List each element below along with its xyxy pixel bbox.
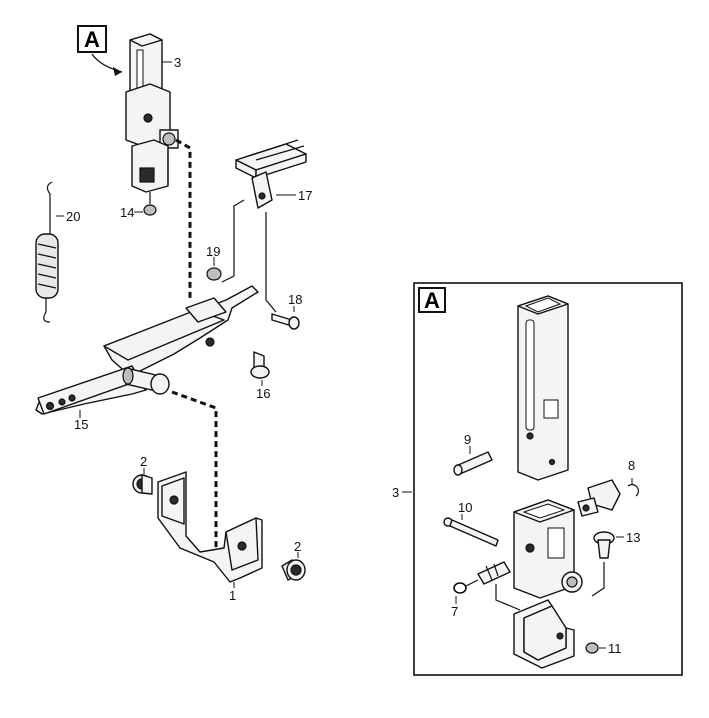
part-1-bracket [157,471,263,583]
label-part-3-detail: 3 [392,485,399,500]
label-part-17: 17 [298,188,312,203]
callout-a-detail-label: A [424,288,440,313]
label-part-19: 19 [206,244,220,259]
part-19-nut [206,267,222,281]
part-20-spring [35,181,59,323]
part-18-bolt [271,313,300,330]
label-part-15: 15 [74,417,88,432]
callout-a-arrow [91,53,123,73]
detail-lower-sleeve [513,499,583,599]
label-part-11: 11 [608,641,622,656]
part-15-lever [35,285,259,415]
label-part-9: 9 [464,432,471,447]
pin-7-path [495,584,521,611]
part-8-knob [577,479,639,517]
part-10-bolt [443,517,499,547]
pedal-connector-left [221,199,245,283]
label-part-2a: 2 [140,454,147,469]
callout-a-main-label: A [84,27,100,52]
part-3-tube [125,33,179,193]
label-part-14: 14 [120,205,134,220]
label-part-1: 1 [229,588,236,603]
label-part-7: 7 [451,604,458,619]
assembly-line-lower [171,390,218,560]
bolt-13-path [591,562,605,597]
label-part-8: 8 [628,458,635,473]
label-part-16: 16 [256,386,270,401]
label-part-10: 10 [458,500,472,515]
callout-a-detail: A [418,287,446,313]
detail-upper-tube [517,295,569,481]
part-2-bushing-right [281,559,306,581]
callout-a-arrowhead [113,67,122,76]
part-11-nut [585,642,599,654]
label-part-2b: 2 [294,539,301,554]
label-part-20: 20 [66,209,80,224]
part-14-nut [143,192,157,216]
lever-shaft [122,367,170,395]
label-part-3: 3 [174,55,181,70]
label-part-13: 13 [626,530,640,545]
detail-u-bracket [513,599,575,669]
label-part-18: 18 [288,292,302,307]
part-17-pedal [235,139,307,209]
part-13-bolt [593,531,615,559]
assembly-line-upper [175,138,192,300]
part-16-bolt [250,351,270,379]
part-7-pin [453,561,511,594]
part-9-pin [453,451,493,476]
pedal-connector-right [265,212,277,313]
part-2-bushing-left [132,474,153,495]
callout-a-main: A [77,25,107,53]
